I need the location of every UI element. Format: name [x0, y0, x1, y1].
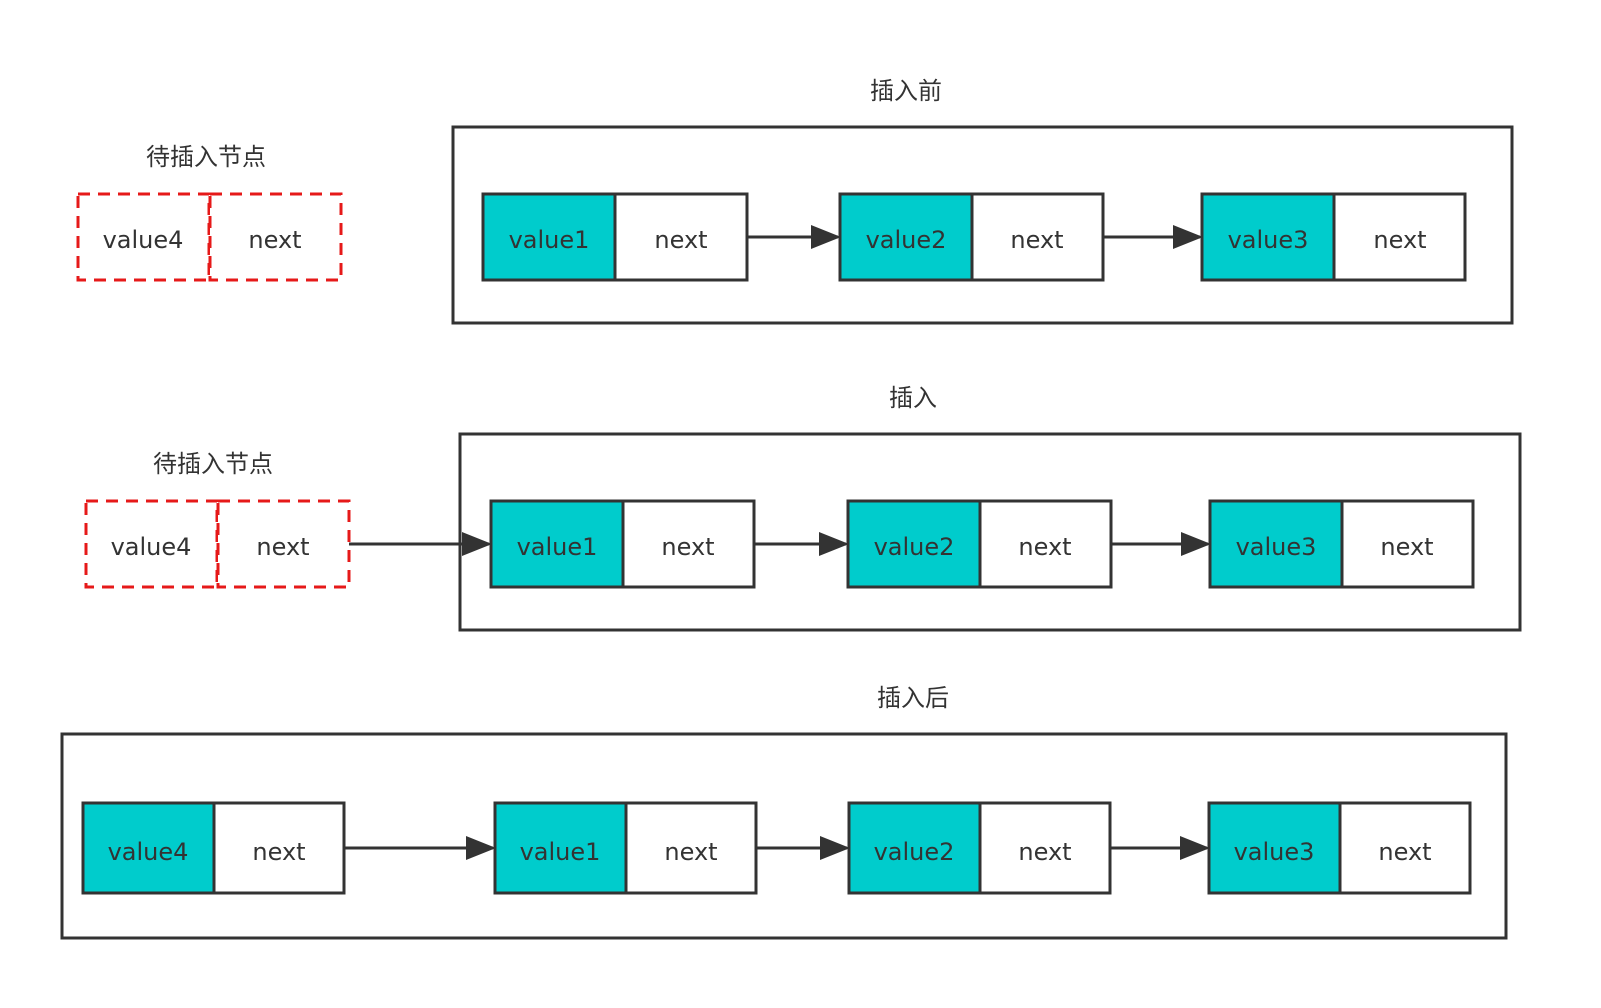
list-node: value2 next — [847, 801, 1112, 895]
value-cell — [838, 192, 974, 282]
next-label: next — [1010, 226, 1063, 254]
pending-value-label: value4 — [103, 226, 184, 254]
value-cell — [846, 499, 982, 589]
value-label: value4 — [108, 838, 189, 866]
value-label: value3 — [1234, 838, 1315, 866]
next-label: next — [661, 533, 714, 561]
next-label: next — [1373, 226, 1426, 254]
pending-node-label: 待插入节点 — [146, 143, 266, 171]
list-node: value1 next — [493, 801, 758, 895]
value-label: value3 — [1228, 226, 1309, 254]
pending-next-cell — [208, 192, 343, 282]
pending-value-cell — [84, 499, 219, 589]
next-label: next — [252, 838, 305, 866]
pending-node: value4 next — [76, 192, 343, 282]
section-before: 插入前 待插入节点 value4 next value1 next value2… — [76, 77, 1514, 325]
list-node: value1 next — [481, 192, 749, 282]
pending-node-label: 待插入节点 — [153, 450, 273, 478]
next-cell — [1338, 801, 1472, 895]
pending-next-cell — [216, 499, 351, 589]
value-label: value1 — [520, 838, 601, 866]
list-container — [451, 125, 1514, 325]
value-label: value2 — [866, 226, 947, 254]
value-label: value2 — [874, 838, 955, 866]
list-node: value1 next — [489, 499, 756, 589]
list-node: value3 next — [1200, 192, 1467, 282]
list-node: value4 next — [81, 801, 346, 895]
value-cell — [847, 801, 982, 895]
value-label: value3 — [1236, 533, 1317, 561]
value-cell — [489, 499, 625, 589]
value-cell — [493, 801, 628, 895]
value-cell — [1208, 499, 1344, 589]
section-after: 插入后 value4 next value1 next value2 next … — [60, 684, 1508, 940]
next-cell — [978, 499, 1113, 589]
next-label: next — [664, 838, 717, 866]
list-node: value3 next — [1208, 499, 1475, 589]
next-cell — [621, 499, 756, 589]
value-cell — [1200, 192, 1336, 282]
value-label: value2 — [874, 533, 955, 561]
list-node: value2 next — [838, 192, 1105, 282]
list-container — [458, 432, 1522, 632]
pending-value-label: value4 — [111, 533, 192, 561]
section-title: 插入前 — [870, 77, 942, 105]
value-label: value1 — [517, 533, 598, 561]
pending-value-cell — [76, 192, 211, 282]
list-node: value3 next — [1207, 801, 1472, 895]
next-label: next — [1018, 838, 1071, 866]
value-label: value1 — [509, 226, 590, 254]
next-cell — [970, 192, 1105, 282]
next-cell — [624, 801, 758, 895]
pending-next-label: next — [248, 226, 301, 254]
pending-node: value4 next — [84, 499, 351, 589]
list-container — [60, 732, 1508, 940]
next-cell — [978, 801, 1112, 895]
next-cell — [613, 192, 749, 282]
list-node: value2 next — [846, 499, 1113, 589]
next-label: next — [654, 226, 707, 254]
section-inserting: 插入 待插入节点 value4 next value1 next value2 … — [84, 384, 1522, 632]
next-cell — [212, 801, 346, 895]
next-label: next — [1018, 533, 1071, 561]
next-label: next — [1380, 533, 1433, 561]
value-cell — [81, 801, 216, 895]
next-cell — [1340, 499, 1475, 589]
pending-next-label: next — [256, 533, 309, 561]
next-label: next — [1378, 838, 1431, 866]
next-cell — [1332, 192, 1467, 282]
section-title: 插入后 — [877, 684, 949, 712]
section-title: 插入 — [889, 384, 937, 412]
